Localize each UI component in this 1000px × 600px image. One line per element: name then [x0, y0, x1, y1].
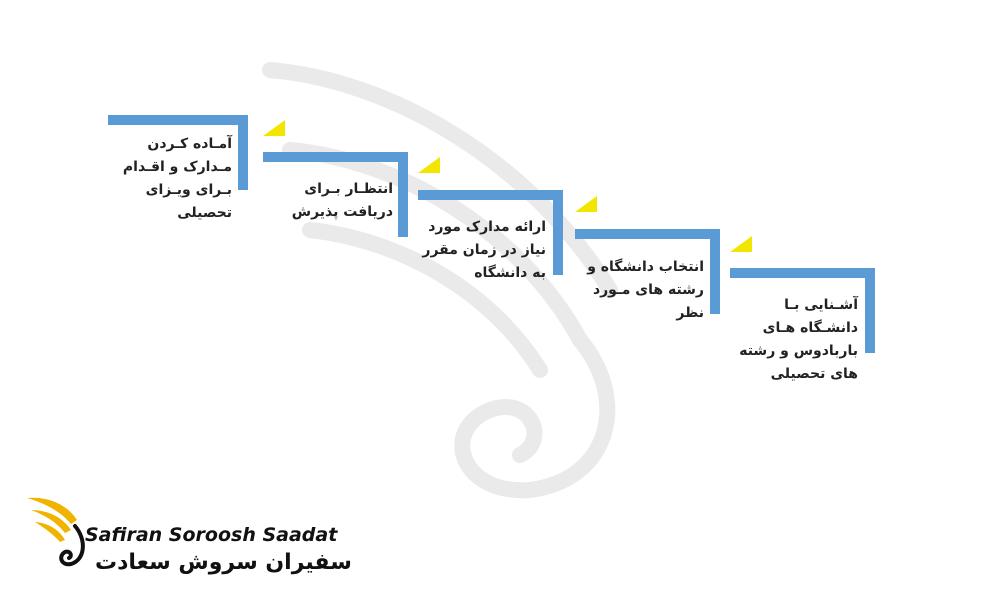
logo-name-persian: سفیران سروش سعادت — [95, 550, 352, 575]
step-1 — [108, 115, 268, 235]
step-2-marker-triangle — [263, 120, 285, 136]
step-5-line-1: آشـنایی بـا — [784, 297, 858, 313]
step-3-line-2: نیاز در زمان مقرر — [422, 242, 546, 258]
step-1-top-bar — [108, 115, 248, 125]
step-5-text: آشـنایی بـا دانشـگاه هـای باربادوس و رشت… — [732, 294, 858, 386]
step-1-line-2: مـدارک و اقـدام — [122, 159, 232, 175]
step-1-text: آمـاده کـردن مـدارک و اقـدام بـرای ویـزا… — [100, 133, 232, 225]
step-1-line-3: بـرای ویـزای — [145, 182, 232, 198]
step-3 — [418, 190, 578, 310]
step-4-marker-triangle — [575, 196, 597, 212]
step-4-side-bar — [710, 229, 720, 314]
step-2-top-bar — [263, 152, 408, 162]
step-3-line-1: ارائه مدارک مورد — [428, 219, 546, 235]
step-3-side-bar — [553, 190, 563, 275]
step-5 — [730, 268, 890, 388]
step-3-marker-triangle — [418, 157, 440, 173]
step-5-line-3: باربادوس و رشته — [739, 343, 858, 359]
step-5-marker-triangle — [730, 236, 752, 252]
step-5-line-2: دانشـگاه هـای — [762, 320, 858, 336]
step-2-line-2: دریافت پذیرش — [291, 204, 393, 220]
step-2 — [263, 152, 423, 272]
step-4-line-2: رشته های مـورد — [592, 282, 704, 298]
step-4-line-3: نظر — [676, 305, 704, 321]
step-4-line-1: انتخاب دانشگاه و — [587, 259, 704, 275]
step-1-side-bar — [238, 115, 248, 190]
step-1-line-1: آمـاده کـردن — [147, 136, 232, 152]
swan-wing-logo-icon — [27, 497, 85, 567]
step-2-text: انتظـار بـرای دریافت پذیرش — [265, 178, 393, 224]
step-2-line-1: انتظـار بـرای — [304, 181, 393, 197]
step-5-top-bar — [730, 268, 875, 278]
step-3-top-bar — [418, 190, 563, 200]
step-3-line-3: به دانشگاه — [474, 265, 546, 281]
step-4 — [575, 229, 735, 349]
step-5-side-bar — [865, 268, 875, 353]
step-4-text: انتخاب دانشگاه و رشته های مـورد نظر — [578, 256, 704, 325]
logo-name-english: Safiran Soroosh Saadat — [85, 524, 338, 546]
company-logo: Safiran Soroosh Saadat سفیران سروش سعادت — [25, 490, 352, 580]
step-2-side-bar — [398, 152, 408, 237]
step-1-line-4: تحصیلی — [177, 205, 232, 221]
step-3-text: ارائه مدارک مورد نیاز در زمان مقرر به دا… — [420, 216, 546, 285]
step-4-top-bar — [575, 229, 720, 239]
step-5-line-4: های تحصیلی — [770, 366, 858, 382]
